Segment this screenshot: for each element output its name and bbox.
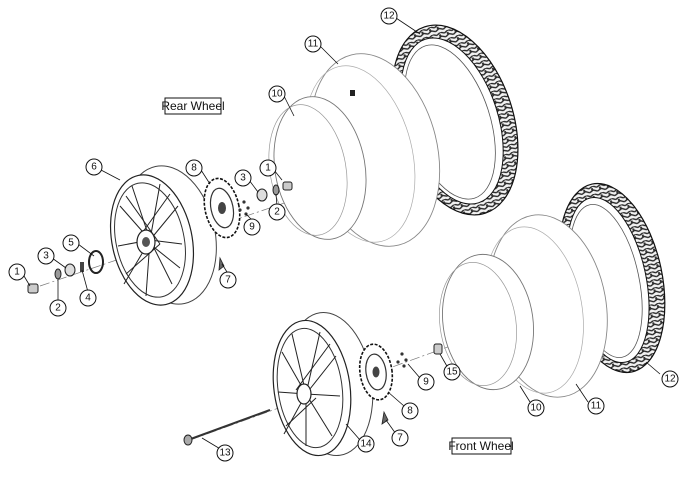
callout-front-10: 10 xyxy=(527,399,545,417)
callout-number: 4 xyxy=(85,293,91,304)
front-rim-strip xyxy=(439,253,535,391)
callout-circle xyxy=(357,435,375,453)
callout-rear-4: 4 xyxy=(79,289,97,307)
callout-circle xyxy=(79,289,97,307)
callout-number: 9 xyxy=(423,377,429,388)
rear-sprocket xyxy=(203,177,241,239)
callout-circle xyxy=(85,158,103,176)
rear-wheel-rim xyxy=(109,165,217,306)
rear-left-spacer-3 xyxy=(64,263,76,277)
front-bolts-9 xyxy=(396,352,408,368)
rear-valve-7 xyxy=(218,256,225,271)
callout-circle xyxy=(268,203,286,221)
front-axle-13 xyxy=(183,409,271,446)
callout-rear-1-left: 1 xyxy=(8,263,26,281)
callout-circle xyxy=(417,373,435,391)
rear-right-washer-2 xyxy=(272,184,280,196)
callout-number: 6 xyxy=(91,162,97,173)
callout-circle xyxy=(527,399,545,417)
callout-rear-2-right: 2 xyxy=(268,203,286,221)
callout-circle xyxy=(216,444,234,462)
rear-left-ring-5 xyxy=(88,250,104,274)
callout-circle xyxy=(37,247,55,265)
callout-number: 10 xyxy=(530,403,542,414)
callout-front-8: 8 xyxy=(401,402,419,420)
callout-rear-10: 10 xyxy=(268,85,286,103)
front-wheel-label: Front Wheel xyxy=(448,437,514,455)
callout-circle xyxy=(234,169,252,187)
callout-number: 15 xyxy=(446,367,458,378)
rear-left-nut-1 xyxy=(27,283,39,294)
rear-wheel-label-text: Rear Wheel xyxy=(161,99,224,113)
callout-circle xyxy=(8,263,26,281)
callout-rear-1-right: 1 xyxy=(259,159,277,177)
callout-number: 11 xyxy=(308,39,319,50)
callout-rear-8: 8 xyxy=(185,159,203,177)
callout-front-12: 12 xyxy=(661,370,679,388)
rear-bolts-9 xyxy=(238,200,250,216)
callout-number: 9 xyxy=(249,222,255,233)
callout-rear-6: 6 xyxy=(85,158,103,176)
rear-left-bearing-4 xyxy=(80,262,84,272)
callout-circle xyxy=(219,271,237,289)
callout-circle xyxy=(587,397,605,415)
callout-circle xyxy=(304,35,322,53)
callout-number: 1 xyxy=(14,267,20,278)
callout-number: 11 xyxy=(591,401,602,412)
front-spacer-15 xyxy=(433,343,443,355)
callout-number: 7 xyxy=(397,433,403,444)
callout-rear-9: 9 xyxy=(243,218,261,236)
callout-circle xyxy=(443,363,461,381)
callout-circle xyxy=(391,429,409,447)
rear-right-spacer-3 xyxy=(256,188,268,202)
callout-circle xyxy=(268,85,286,103)
callout-number: 3 xyxy=(43,251,49,262)
callout-rear-3-left: 3 xyxy=(37,247,55,265)
callout-rear-12: 12 xyxy=(380,7,398,25)
callout-rear-11: 11 xyxy=(304,35,322,53)
callout-circle xyxy=(49,299,67,317)
front-wheel-label-text: Front Wheel xyxy=(448,439,513,453)
callout-circle xyxy=(380,7,398,25)
callout-number: 12 xyxy=(664,374,676,385)
callout-number: 3 xyxy=(240,173,246,184)
callout-number: 8 xyxy=(191,163,197,174)
callout-rear-2-left: 2 xyxy=(49,299,67,317)
callout-number: 5 xyxy=(68,238,74,249)
callout-circle xyxy=(401,402,419,420)
callout-circle xyxy=(62,234,80,252)
callout-number: 12 xyxy=(383,11,395,22)
callout-number: 7 xyxy=(225,275,231,286)
callout-number: 13 xyxy=(219,448,231,459)
callout-number: 10 xyxy=(271,89,283,100)
callout-number: 1 xyxy=(265,163,271,174)
callout-circle xyxy=(259,159,277,177)
front-wheel-rim xyxy=(272,311,374,457)
callout-number: 2 xyxy=(55,303,61,314)
rear-rim-strip xyxy=(268,96,367,240)
callout-rear-7: 7 xyxy=(219,271,237,289)
callout-rear-5: 5 xyxy=(62,234,80,252)
front-sprocket xyxy=(358,343,394,401)
callout-front-7: 7 xyxy=(391,429,409,447)
callout-number: 14 xyxy=(360,439,372,450)
callout-circle xyxy=(243,218,261,236)
callout-circle xyxy=(185,159,203,177)
callout-number: 8 xyxy=(407,406,413,417)
rear-right-nut-1 xyxy=(282,181,293,191)
callout-number: 2 xyxy=(274,207,280,218)
rear-left-washer-2 xyxy=(54,268,62,280)
callout-front-13: 13 xyxy=(216,444,234,462)
rear-wheel-label: Rear Wheel xyxy=(161,97,225,115)
callout-front-11: 11 xyxy=(587,397,605,415)
callout-front-14: 14 xyxy=(357,435,375,453)
callout-front-9: 9 xyxy=(417,373,435,391)
callout-front-15: 15 xyxy=(443,363,461,381)
callout-circle xyxy=(661,370,679,388)
callout-rear-3-right: 3 xyxy=(234,169,252,187)
